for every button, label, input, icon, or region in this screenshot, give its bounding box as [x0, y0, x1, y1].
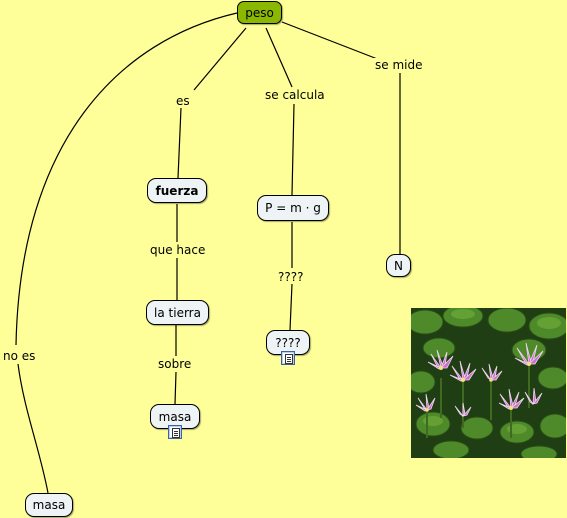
curve-peso-no-es [15, 12, 238, 346]
concept-formula[interactable]: P = m · g [257, 195, 329, 221]
line-peso-se-calcula [265, 27, 293, 88]
link-no-es: no es [0, 349, 39, 363]
line-peso-es [193, 27, 247, 91]
concept-peso[interactable]: peso [237, 1, 282, 24]
link-se-calcula: se calcula [262, 88, 328, 102]
page-glyph [285, 354, 293, 364]
concept-n[interactable]: N [386, 254, 411, 277]
line-peso-se-mide [281, 21, 381, 61]
link-se-mide: se mide [372, 58, 426, 72]
concept-unknown[interactable]: ???? [266, 330, 310, 355]
concept-masa-left[interactable]: masa [25, 493, 73, 517]
line-sobre-masa [174, 371, 177, 405]
concept-masa-center[interactable]: masa [150, 404, 200, 429]
link-que-hace: que hace [147, 243, 209, 257]
link-sobre: sobre [155, 357, 195, 371]
water-lily-illustration [411, 308, 566, 458]
line-es-fuerza [177, 107, 182, 179]
concept-fuerza[interactable]: fuerza [147, 178, 207, 203]
line-se-calcula-formula [291, 103, 295, 196]
line-unknown-link-unknown [289, 283, 293, 331]
link-es: es [173, 94, 193, 108]
document-icon[interactable] [281, 351, 295, 365]
concept-la-tierra[interactable]: la tierra [146, 300, 209, 325]
link-unknown: ???? [275, 270, 307, 284]
document-icon[interactable] [168, 425, 182, 439]
water-lily-photo [411, 308, 566, 458]
page-glyph [172, 428, 180, 438]
curve-no-es-masa [17, 363, 49, 494]
